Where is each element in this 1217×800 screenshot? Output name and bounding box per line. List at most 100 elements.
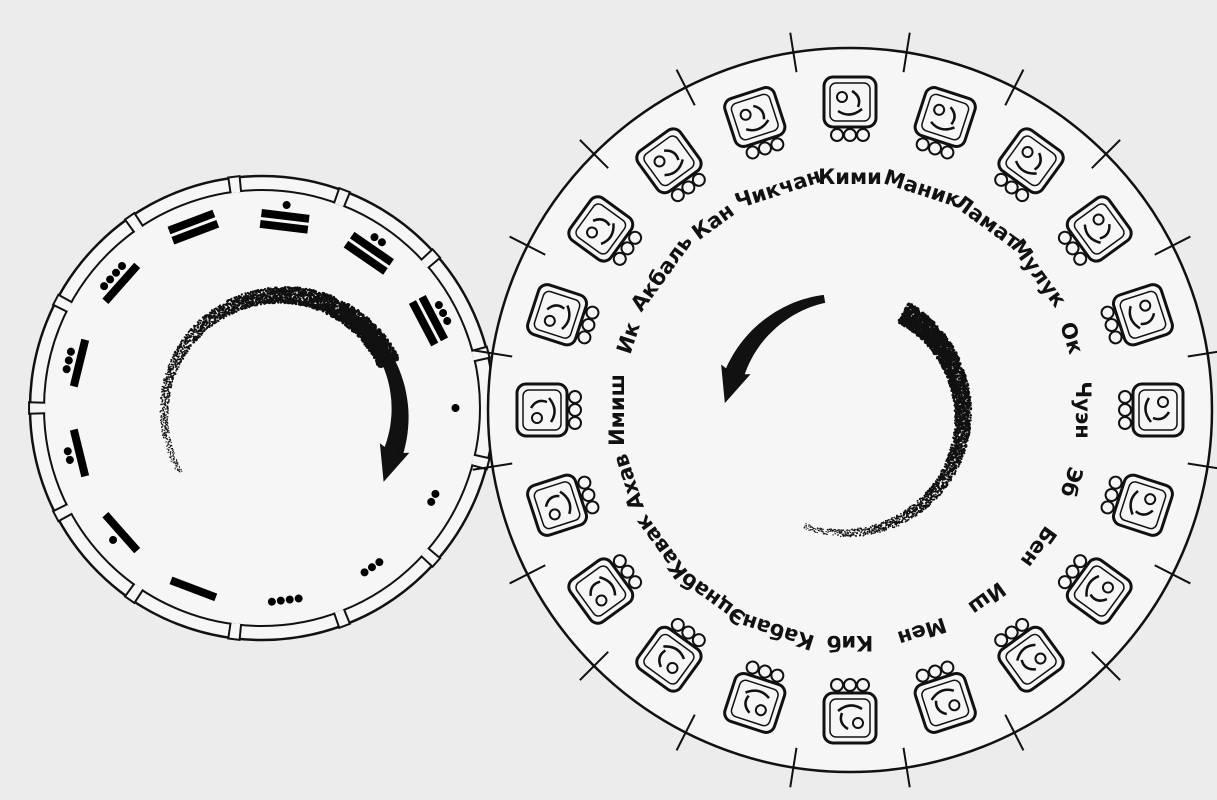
day-arrow-dot — [838, 529, 839, 530]
day-arrow-dot — [806, 527, 807, 528]
number-arrow-dot — [263, 299, 265, 301]
number-arrow-dot — [171, 442, 172, 443]
number-arrow-dot — [164, 430, 165, 431]
day-arrow-dot — [956, 375, 959, 378]
number-arrow-dot — [161, 429, 162, 430]
number-arrow-dot — [218, 312, 220, 314]
number-arrow-dot — [164, 432, 165, 433]
day-arrow-dot — [951, 473, 953, 475]
number-arrow-dot — [172, 365, 174, 367]
number-arrow-dot — [173, 449, 174, 450]
day-arrow-dot — [872, 525, 874, 527]
number-arrow-dot — [163, 378, 165, 380]
number-arrow-dot — [238, 299, 240, 301]
day-arrow-dot — [842, 534, 843, 535]
day-arrow-dot — [944, 463, 946, 465]
number-arrow-dot — [171, 456, 172, 457]
number-arrow-dot — [163, 403, 165, 405]
number-arrow-dot — [200, 322, 202, 324]
number-arrow-dot — [179, 471, 180, 472]
day-glyph — [1119, 384, 1183, 436]
day-arrow-dot — [933, 499, 935, 501]
day-arrow-dot — [859, 534, 860, 535]
day-arrow-dot — [828, 531, 829, 532]
number-arrow-dot — [173, 354, 175, 356]
number-arrow-dot — [170, 445, 171, 446]
number-arrow-dot — [164, 411, 166, 413]
number-arrow-dot — [168, 376, 170, 378]
day-arrow-dot — [940, 472, 942, 474]
number-arrow-dot — [161, 419, 162, 420]
day-arrow-dot — [855, 535, 856, 536]
number-arrow-dot — [164, 417, 165, 418]
number-arrow-dot — [170, 359, 172, 361]
number-arrow-dot — [170, 452, 171, 453]
number-arrow-dot — [190, 344, 192, 346]
number-arrow-dot — [162, 413, 164, 415]
number-arrow-dot — [203, 327, 205, 329]
day-arrow-dot — [893, 519, 895, 521]
day-arrow-dot — [834, 531, 835, 532]
day-arrow-dot — [883, 527, 885, 529]
day-arrow-dot — [970, 407, 972, 409]
day-arrow-dot — [805, 526, 806, 527]
day-arrow-dot — [894, 526, 896, 528]
day-arrow-dot — [955, 351, 958, 354]
number-arrow-dot — [161, 386, 163, 388]
day-arrow-dot — [955, 413, 957, 415]
day-arrow-dot — [967, 387, 970, 390]
day-arrow-dot — [914, 515, 916, 517]
glyph-scroll — [569, 417, 581, 429]
number-arrow-dot — [165, 401, 167, 403]
day-arrow-dot — [916, 507, 918, 509]
day-arrow-dot — [896, 515, 898, 517]
day-arrow-dot — [955, 394, 957, 396]
number-arrow-dot — [173, 456, 174, 457]
number-arrow-dot — [182, 358, 184, 360]
number-arrow-dot — [181, 469, 182, 470]
day-arrow-dot — [917, 502, 919, 504]
number-arrow-dot — [195, 325, 197, 327]
number-arrow-dot — [171, 384, 173, 386]
day-arrow-dot — [883, 521, 885, 523]
day-arrow-dot — [958, 443, 960, 445]
day-arrow-dot — [835, 529, 836, 530]
number-arrow-dot — [228, 307, 230, 309]
number-arrow-dot — [167, 410, 169, 412]
day-arrow-dot — [808, 524, 809, 525]
glyph-scroll — [1119, 404, 1131, 416]
number-arrow-dot — [187, 333, 189, 335]
day-arrow-dot — [810, 529, 811, 530]
number-arrow-dot — [174, 358, 176, 360]
number-arrow-dot — [168, 449, 169, 450]
day-arrow-dot — [865, 527, 867, 529]
number-arrow-dot — [170, 440, 171, 441]
number-arrow-dot — [200, 320, 202, 322]
number-arrow-dot — [161, 431, 162, 432]
day-arrow-dot — [847, 535, 848, 536]
day-arrow-dot — [844, 531, 845, 532]
day-arrow-dot — [952, 457, 954, 459]
number-arrow-dot — [165, 441, 166, 442]
number-arrow-dot — [194, 336, 196, 338]
number-arrow-dot — [167, 452, 168, 453]
day-arrow-dot — [826, 531, 827, 532]
number-arrow-dot — [235, 296, 237, 298]
number-arrow-dot — [172, 364, 174, 366]
day-arrow-dot — [910, 508, 912, 510]
number-arrow-dot — [179, 353, 181, 355]
day-arrow-dot — [847, 529, 848, 530]
number-arrow-dot — [179, 466, 180, 467]
day-arrow-dot — [935, 491, 937, 493]
number-arrow-dot — [170, 439, 171, 440]
day-arrow-dot — [848, 532, 849, 533]
day-arrow-dot — [951, 444, 953, 446]
day-arrow-dot — [879, 527, 881, 529]
number-arrow-dot — [170, 454, 171, 455]
day-arrow-dot — [951, 461, 953, 463]
number-arrow-dot — [169, 395, 171, 397]
number-arrow-dot — [177, 462, 178, 463]
day-arrow-dot — [966, 432, 968, 434]
day-arrow-dot — [969, 412, 971, 414]
number-arrow-dot — [170, 371, 172, 373]
